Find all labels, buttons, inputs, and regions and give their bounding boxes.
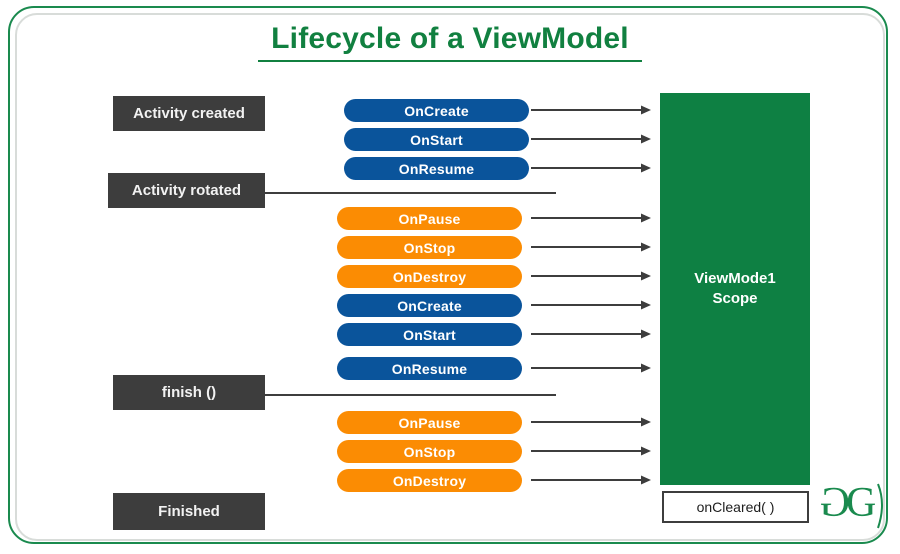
pill-label: OnDestroy	[392, 268, 467, 285]
lifecycle-pill-onpause-1[interactable]: OnPause	[337, 207, 522, 230]
pill-label: OnStop	[403, 443, 456, 460]
arrow-onstart-2-to-scope	[531, 328, 651, 340]
pill-label: OnResume	[391, 360, 468, 377]
lifecycle-pill-ondestroy-1[interactable]: OnDestroy	[337, 265, 522, 288]
title-underline	[258, 60, 642, 62]
pill-label: OnPause	[398, 210, 461, 227]
lifecycle-pill-onstop-2[interactable]: OnStop	[337, 440, 522, 463]
state-label-activity-created: Activity created	[113, 96, 265, 131]
arrow-onstop-1-to-scope	[531, 241, 651, 253]
state-label-text: Finished	[158, 503, 220, 520]
oncleared-box: onCleared( )	[662, 491, 809, 523]
state-label-text: finish ()	[161, 384, 217, 401]
lifecycle-pill-onpause-2[interactable]: OnPause	[337, 411, 522, 434]
pill-label: OnCreate	[397, 297, 462, 314]
svg-text:G: G	[846, 480, 876, 526]
pill-label: OnDestroy	[392, 472, 467, 489]
scope-label-line1: ViewMode1	[694, 269, 776, 287]
state-label-text: Activity rotated	[131, 182, 242, 199]
lifecycle-pill-oncreate-2[interactable]: OnCreate	[337, 294, 522, 317]
arrow-ondestroy-1-to-scope	[531, 270, 651, 282]
connector-line-activity-rotated	[265, 192, 556, 194]
viewmodel-scope-box: ViewMode1 Scope	[660, 93, 810, 485]
page-title: Lifecycle of a ViewModel	[271, 22, 629, 55]
lifecycle-pill-oncreate-1[interactable]: OnCreate	[344, 99, 529, 122]
pill-label: OnStart	[410, 131, 463, 148]
arrow-onpause-2-to-scope	[531, 416, 651, 428]
arrow-onresume-1-to-scope	[531, 162, 651, 174]
arrow-ondestroy-2-to-scope	[531, 474, 651, 486]
arrow-onresume-2-to-scope	[531, 362, 651, 374]
lifecycle-pill-onresume-2[interactable]: OnResume	[337, 357, 522, 380]
lifecycle-pill-onstart-2[interactable]: OnStart	[337, 323, 522, 346]
scope-label-line2: Scope	[712, 290, 758, 307]
lifecycle-pill-onstop-1[interactable]: OnStop	[337, 236, 522, 259]
oncleared-label: onCleared( )	[696, 499, 775, 515]
pill-label: OnCreate	[404, 102, 469, 119]
arrow-onstop-2-to-scope	[531, 445, 651, 457]
arrow-oncreate-1-to-scope	[531, 104, 651, 116]
pill-label: OnPause	[398, 414, 461, 431]
state-label-text: Activity created	[133, 105, 245, 122]
pill-label: OnStart	[403, 326, 456, 343]
lifecycle-pill-ondestroy-2[interactable]: OnDestroy	[337, 469, 522, 492]
state-label-finished: Finished	[113, 493, 265, 530]
state-label-finish: finish ()	[113, 375, 265, 410]
arrow-oncreate-2-to-scope	[531, 299, 651, 311]
lifecycle-pill-onstart-1[interactable]: OnStart	[344, 128, 529, 151]
state-label-activity-rotated: Activity rotated	[108, 173, 265, 208]
pill-label: OnStop	[403, 239, 456, 256]
arrow-onpause-1-to-scope	[531, 212, 651, 224]
svg-text:G: G	[820, 480, 850, 526]
arrow-onstart-1-to-scope	[531, 133, 651, 145]
geeksforgeeks-logo: G G	[818, 478, 888, 534]
pill-label: OnResume	[398, 160, 475, 177]
connector-line-finish	[265, 394, 556, 396]
lifecycle-pill-onresume-1[interactable]: OnResume	[344, 157, 529, 180]
